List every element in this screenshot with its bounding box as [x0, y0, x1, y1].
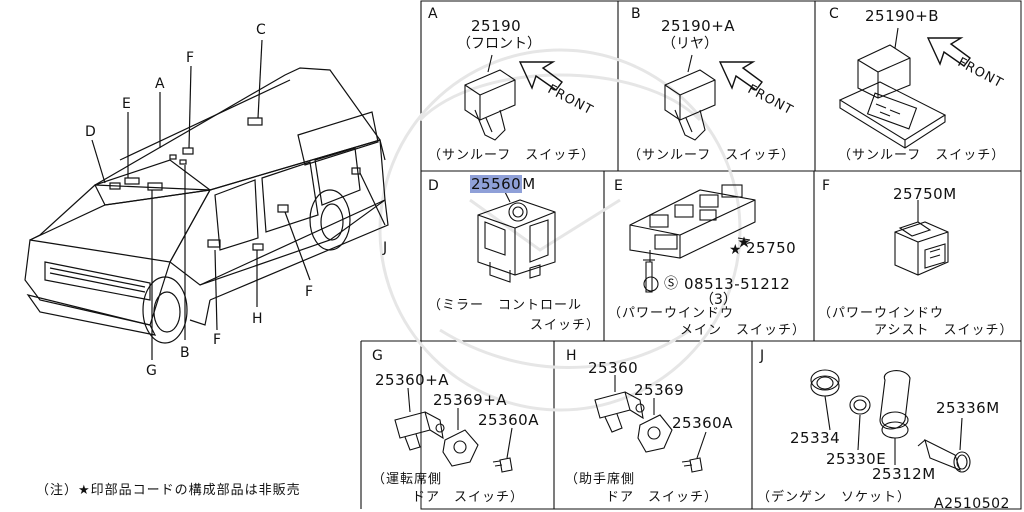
panel-j-part-3: 25312M — [872, 465, 936, 483]
panel-g-caption-line2: ドア スイッチ） — [412, 490, 525, 505]
car-label-f-top: F — [186, 50, 195, 66]
front-arrow-a — [518, 61, 563, 91]
part-e-main-switch — [629, 184, 756, 293]
panel-d-letter: D — [428, 178, 439, 194]
panel-a-caption: （サンルーフ スイッチ） — [428, 148, 596, 163]
part-c-switch — [838, 27, 947, 149]
car-label-c: C — [256, 22, 266, 38]
panel-a-letter: A — [428, 6, 438, 22]
part-b-switch — [664, 54, 716, 141]
part-h-door-switch — [594, 375, 707, 473]
panel-h-letter: H — [566, 348, 577, 364]
car-illustration — [24, 39, 389, 360]
panel-e-caption-line2: メイン スイッチ） — [680, 323, 807, 338]
panel-h-part-1: 25360 — [588, 359, 639, 377]
panel-f-part-number: 25750M — [893, 185, 957, 203]
panel-b-subtitle: （リヤ） — [662, 36, 718, 52]
front-arrow-b — [718, 61, 763, 91]
panel-d-part-suffix: M — [522, 175, 536, 193]
car-label-j: J — [383, 240, 388, 256]
car-label-a: A — [155, 76, 165, 92]
panel-j-caption: （デンゲン ソケット） — [757, 490, 912, 505]
star-marker: ★ — [729, 242, 742, 258]
part-d-mirror-switch — [477, 191, 556, 283]
panel-g-part-2: 25369+A — [433, 391, 508, 409]
car-label-g: G — [146, 363, 157, 379]
car-label-f-mid: F — [305, 284, 314, 300]
panel-d-caption-line2: スイッチ） — [530, 318, 601, 333]
panel-e-quantity: （3） — [700, 292, 737, 308]
diagram-id: A2510502 — [934, 496, 1010, 512]
panel-h-caption-line1: （助手席側 — [565, 472, 636, 487]
panel-h-part-2: 25369 — [634, 381, 685, 399]
panel-f-letter: F — [822, 178, 831, 194]
panel-j-part-1: 25334 — [790, 429, 841, 447]
car-label-h: H — [252, 311, 263, 327]
panel-a-part-number: 25190 — [471, 17, 522, 35]
car-label-f-low: F — [213, 332, 222, 348]
panel-g-letter: G — [372, 348, 383, 364]
panel-d-part-number: 25560M — [470, 175, 536, 193]
panel-j-letter: J — [760, 348, 765, 364]
part-j-socket — [810, 369, 971, 473]
car-label-b: B — [180, 345, 190, 361]
panel-e-caption-line1: （パワーウインドウ — [608, 306, 735, 321]
car-label-e: E — [122, 96, 131, 112]
panel-j-part-4: 25336M — [936, 399, 1000, 417]
panel-f-caption-line1: （パワーウインドウ — [818, 306, 945, 321]
panel-c-caption: （サンルーフ スイッチ） — [838, 148, 1006, 163]
panel-e-screw-symbol: Ⓢ — [664, 276, 678, 292]
panel-c-letter: C — [829, 6, 839, 22]
footnote: （注）★印部品コードの構成部品は非販売 — [36, 483, 301, 498]
panel-g-part-1: 25360+A — [375, 371, 450, 389]
panel-e-letter: E — [614, 178, 623, 194]
part-a-switch — [464, 54, 516, 141]
panel-d-caption-line1: （ミラー コントロール — [428, 298, 583, 313]
panel-f-caption-line2: アシスト スイッチ） — [874, 323, 1014, 338]
panel-g-caption-line1: （運転席側 — [372, 472, 443, 487]
panel-g-part-3: 25360A — [478, 411, 539, 429]
panel-c-part-number: 25190+B — [865, 7, 940, 25]
part-f-assist-switch — [894, 200, 949, 276]
panel-h-part-3: 25360A — [672, 414, 733, 432]
car-label-d: D — [85, 124, 96, 140]
panel-b-letter: B — [631, 6, 641, 22]
front-arrow-c — [926, 37, 971, 67]
panel-b-part-number: 25190+A — [661, 17, 736, 35]
panel-b-caption: （サンルーフ スイッチ） — [628, 148, 796, 163]
panel-e-screw-number: 08513-51212 — [684, 275, 791, 293]
panel-h-caption-line2: ドア スイッチ） — [606, 490, 719, 505]
panel-e-part-number: 25750 — [746, 239, 797, 257]
watermark — [378, 48, 742, 412]
part-g-door-switch — [394, 387, 513, 473]
panel-j-part-2: 25330E — [826, 450, 887, 468]
panel-a-subtitle: （フロント） — [457, 36, 541, 52]
panel-d-part-highlight: 25560 — [470, 175, 523, 193]
